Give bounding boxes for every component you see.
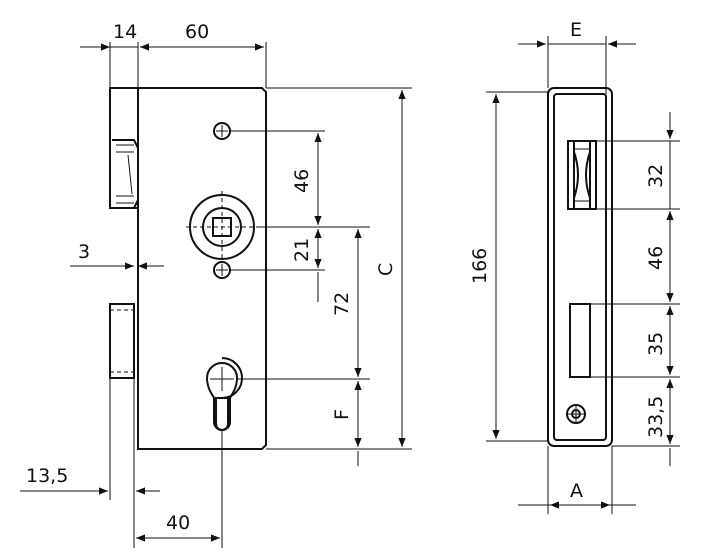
dim-46-label: 46 xyxy=(291,169,313,193)
dim-A-label: A xyxy=(570,480,583,502)
dim-60-label: 60 xyxy=(185,21,209,43)
lock-case xyxy=(137,87,267,450)
side-view: 14 60 3 13,5 40 46 21 72 F C xyxy=(20,21,412,548)
dim-35-label: 35 xyxy=(645,332,667,356)
dim-166-label: 166 xyxy=(469,248,491,284)
dim-13-5-label: 13,5 xyxy=(26,465,68,487)
faceplate-upper xyxy=(109,87,139,209)
dim-32-label: 32 xyxy=(645,164,667,188)
dim-33-5-label: 33,5 xyxy=(645,396,667,438)
front-view: E A 166 32 46 35 33,5 xyxy=(469,19,680,514)
latch-front xyxy=(567,140,597,210)
cylinder-cutout xyxy=(205,362,239,431)
dim-72-label: 72 xyxy=(331,292,353,316)
bolt-front xyxy=(569,303,591,378)
faceplate-front-outer xyxy=(547,87,613,447)
dim-40-label: 40 xyxy=(166,512,190,534)
dim-E-label: E xyxy=(570,19,582,41)
faceplate-front-inner xyxy=(553,93,607,441)
dim-14-label: 14 xyxy=(113,21,137,43)
bolt-housing xyxy=(109,303,135,379)
dim-3-label: 3 xyxy=(78,241,90,263)
dim-46-front-label: 46 xyxy=(645,246,667,270)
dim-C-label: C xyxy=(375,263,397,276)
dim-21-label: 21 xyxy=(291,238,313,262)
dim-F-label: F xyxy=(331,409,353,420)
